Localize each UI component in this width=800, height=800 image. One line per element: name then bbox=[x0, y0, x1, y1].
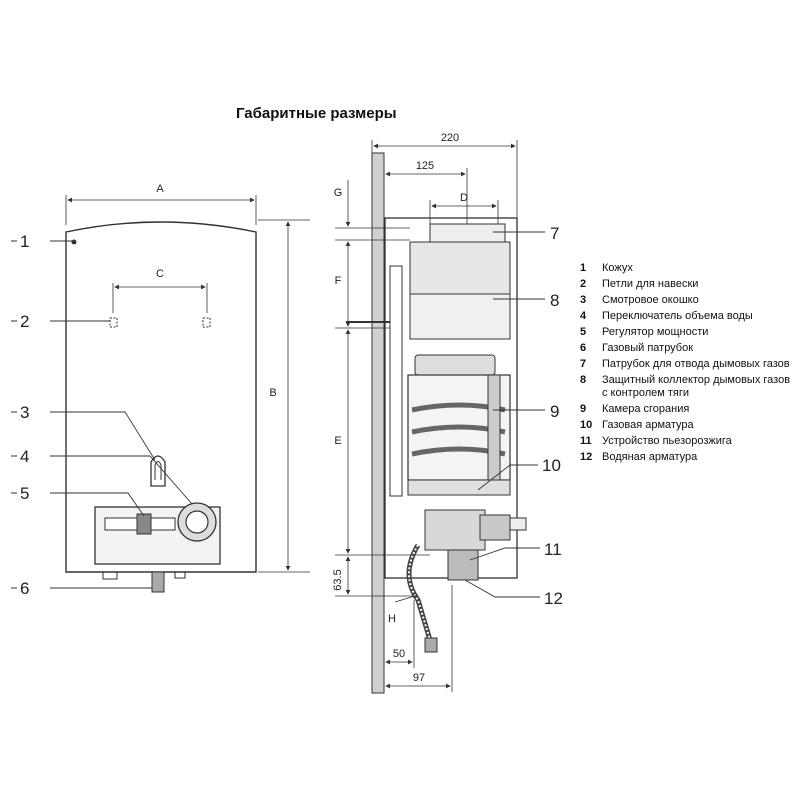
callout-9: 9 bbox=[550, 402, 559, 421]
power-regulator-knob bbox=[136, 513, 152, 535]
legend-number: 11 bbox=[580, 435, 592, 447]
legend: 1 Кожух 2 Петли для навески 3 Смотровое окошк… bbox=[580, 262, 795, 467]
legend-item: 12 Водяная арматура bbox=[580, 451, 795, 464]
callout-12: 12 bbox=[544, 589, 563, 608]
dim-63-label: 63.5 bbox=[332, 569, 344, 590]
legend-item: 6 Газовый патрубок bbox=[580, 342, 795, 355]
side-callouts: 7 8 9 10 11 12 bbox=[542, 224, 563, 608]
legend-item: 2 Петли для навески bbox=[580, 278, 795, 291]
legend-number: 6 bbox=[580, 342, 587, 354]
legend-text: Камера сгорания bbox=[602, 403, 690, 415]
legend-item: 8 Защитный коллектор дымовых газов с конт… bbox=[580, 374, 795, 400]
legend-number: 7 bbox=[580, 358, 587, 370]
dim-c-label: C bbox=[156, 268, 164, 280]
casing-outline bbox=[65, 221, 257, 573]
legend-text: Петли для навески bbox=[602, 278, 699, 290]
dim-125-label: 125 bbox=[416, 160, 434, 172]
gas-pipe bbox=[151, 571, 165, 593]
legend-item: 10 Газовая арматура bbox=[580, 419, 795, 432]
legend-text: Устройство пьезорозжига bbox=[602, 435, 732, 447]
legend-number: 4 bbox=[580, 310, 587, 322]
legend-item: 4 Переключатель объема воды bbox=[580, 310, 795, 323]
dim-g-label: G bbox=[334, 187, 343, 199]
legend-number: 9 bbox=[580, 403, 587, 415]
legend-text: Водяная арматура bbox=[602, 451, 698, 463]
callout-1: 1 bbox=[20, 232, 29, 251]
dim-d-label: D bbox=[460, 192, 468, 204]
callout-7: 7 bbox=[550, 224, 559, 243]
dim-50-label: 50 bbox=[393, 648, 405, 660]
legend-number: 8 bbox=[580, 374, 587, 386]
callout-6: 6 bbox=[20, 579, 29, 598]
callout-4: 4 bbox=[20, 447, 29, 466]
hanging-loop-right bbox=[202, 317, 211, 328]
page-title: Габаритные размеры bbox=[236, 105, 397, 122]
callout-2: 2 bbox=[20, 312, 29, 331]
gas-hose bbox=[406, 543, 433, 641]
water-valve bbox=[447, 549, 479, 581]
viewing-window bbox=[150, 455, 166, 487]
legend-item: 7 Патрубок для отвода дымовых газов bbox=[580, 358, 795, 371]
side-view: 220 125 D G F E 63.5 H 50 97 bbox=[332, 132, 563, 694]
gas-valve bbox=[424, 509, 486, 551]
legend-text: Переключатель объема воды bbox=[602, 310, 753, 322]
dim-f-label: F bbox=[335, 275, 342, 287]
legend-number: 1 bbox=[580, 262, 587, 274]
legend-item: 5 Регулятор мощности bbox=[580, 326, 795, 339]
legend-number: 5 bbox=[580, 326, 587, 338]
legend-text: Защитный коллектор дымовых газов с контр… bbox=[602, 374, 791, 399]
draught-collector bbox=[409, 241, 511, 295]
legend-item: 11 Устройство пьезорозжига bbox=[580, 435, 795, 448]
legend-text: Кожух bbox=[602, 262, 633, 274]
legend-text: Газовая арматура bbox=[602, 419, 694, 431]
legend-item: 3 Смотровое окошко bbox=[580, 294, 795, 307]
dim-a-label: A bbox=[156, 183, 164, 195]
callout-8: 8 bbox=[550, 291, 559, 310]
callout-11: 11 bbox=[544, 540, 562, 559]
callout-5: 5 bbox=[20, 484, 29, 503]
legend-text: Патрубок для отвода дымовых газов bbox=[602, 358, 790, 370]
callout-10: 10 bbox=[542, 456, 561, 475]
legend-text: Газовый патрубок bbox=[602, 342, 694, 354]
legend-item: 1 Кожух bbox=[580, 262, 795, 275]
wall bbox=[371, 152, 385, 694]
legend-text: Смотровое окошко bbox=[602, 294, 699, 306]
legend-item: 9 Камера сгорания bbox=[580, 403, 795, 416]
casing-marker bbox=[71, 239, 77, 245]
front-callouts: 1 2 3 4 5 6 bbox=[20, 232, 29, 598]
callout-3: 3 bbox=[20, 403, 29, 422]
dim-97-label: 97 bbox=[413, 672, 425, 684]
dim-b-label: B bbox=[269, 387, 276, 399]
legend-number: 3 bbox=[580, 294, 587, 306]
hanging-loop-left bbox=[109, 317, 118, 328]
dim-220-label: 220 bbox=[441, 132, 459, 144]
dim-e-label: E bbox=[334, 435, 341, 447]
front-view: A C B 1 2 3 4 5 6 bbox=[11, 183, 310, 598]
dim-h-label: H bbox=[388, 613, 396, 625]
legend-text: Регулятор мощности bbox=[602, 326, 709, 338]
legend-number: 2 bbox=[580, 278, 587, 290]
legend-number: 12 bbox=[580, 451, 593, 463]
legend-number: 10 bbox=[580, 419, 593, 431]
flue-outlet bbox=[429, 223, 506, 243]
